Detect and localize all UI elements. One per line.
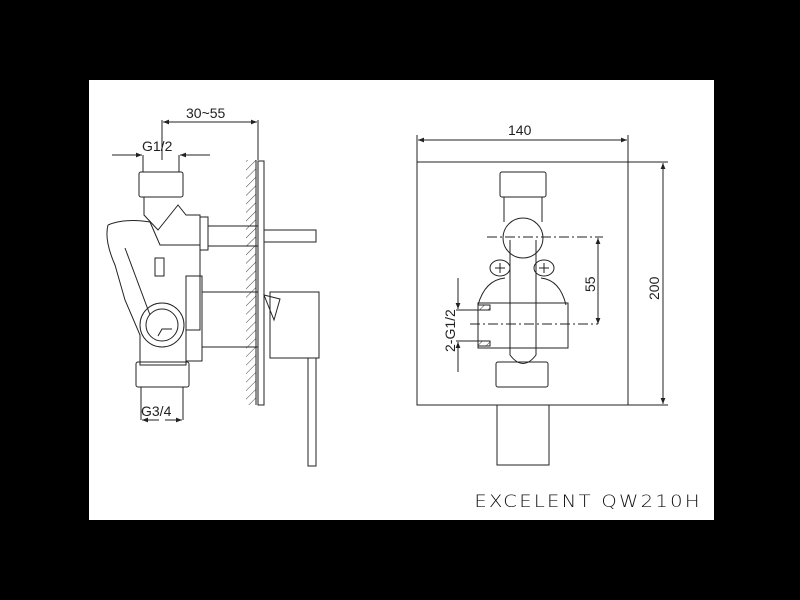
front-view	[416, 135, 668, 466]
dim-outlet-label: G3/4	[141, 403, 172, 419]
dim-axis-offset-label: 55	[582, 276, 598, 292]
model-title: EXCELENT QW210H	[474, 492, 702, 512]
side-view	[106, 119, 320, 467]
dim-depth-label: 30~55	[186, 105, 226, 121]
dim-side-ports-label: 2-G1/2	[442, 309, 458, 352]
drawing-sheet: 30~55 G1/2 G3/4 140 200 55 2-G1/2 EXCELE…	[89, 80, 714, 520]
dim-width-label: 140	[508, 122, 532, 138]
technical-drawing: 30~55 G1/2 G3/4 140 200 55 2-G1/2	[106, 105, 668, 467]
dim-inlet-label: G1/2	[142, 138, 173, 154]
dim-height-label: 200	[646, 276, 662, 300]
